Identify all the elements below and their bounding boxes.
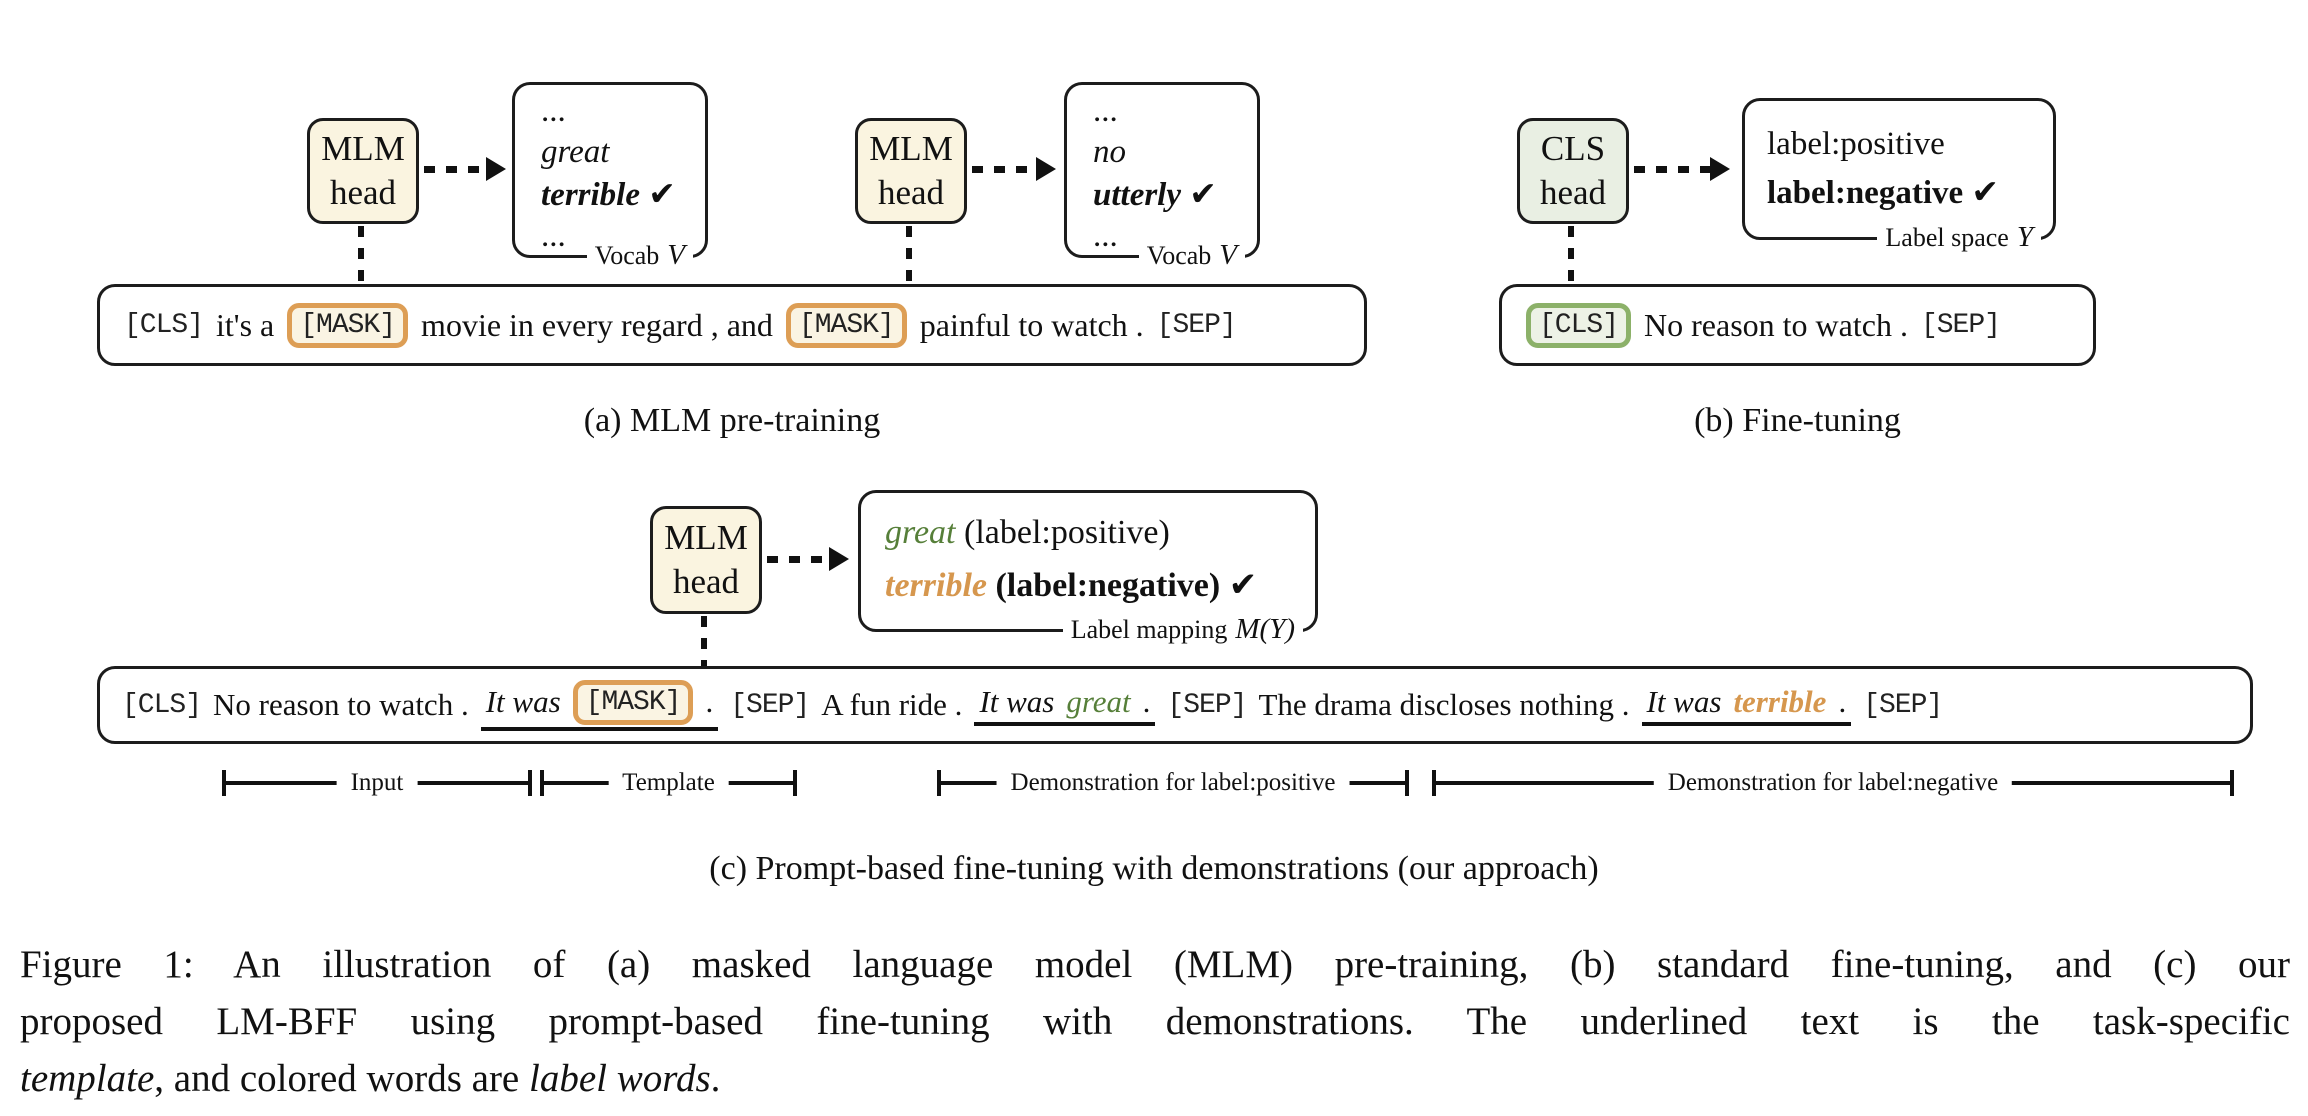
sentence-box-a: [CLS] it's a [MASK] movie in every regar… (97, 284, 1367, 366)
cls-head-label: CLS (1540, 129, 1606, 168)
label-space-box: label:positive label:negative ✔ Label sp… (1742, 98, 2056, 254)
bracket-label: Input (336, 769, 418, 797)
dashed-connector (701, 616, 707, 690)
mlm-head-label: MLM (869, 129, 953, 168)
vocab-symbol: V (667, 239, 685, 271)
mlm-head-box-1: MLM head (307, 118, 419, 224)
mlm-head-box-3: MLM head (650, 506, 762, 614)
vocab-ellipsis: ... (1093, 218, 1118, 254)
mask-token-box: [MASK] (287, 302, 409, 348)
vocab-word: great (541, 134, 610, 170)
label-option: label:positive (1767, 126, 1945, 162)
dashed-arrow-icon (1634, 157, 1730, 181)
label-option-checked: label:negative ✔ (1767, 172, 2000, 211)
sentence-text: No reason to watch . (1644, 306, 1908, 343)
cls-token: [CLS] (122, 689, 202, 721)
template-segment: It was [MASK] . (480, 679, 719, 731)
vocab-word: no (1093, 134, 1126, 170)
vocab-word-checked: utterly ✔ (1093, 174, 1217, 213)
mask-token-box: [MASK] (785, 302, 907, 348)
dashed-connector (1568, 226, 1574, 296)
figure-caption-line: Figure 1: An illustration of (a) masked … (20, 943, 2290, 986)
sep-token: [SEP] (1863, 689, 1943, 721)
check-icon: ✔ (1228, 565, 1258, 605)
dashed-connector (906, 226, 912, 296)
figure-caption-line: template, and colored words are label wo… (20, 1057, 721, 1100)
negative-label-word: terrible (1733, 684, 1827, 719)
positive-label-word: great (1066, 684, 1131, 719)
panel-b-caption: (b) Fine-tuning (1694, 402, 1901, 439)
sep-token: [SEP] (1167, 689, 1247, 721)
vocab-ellipsis: ... (541, 218, 566, 254)
bracket-demo-negative: Demonstration for label:negative (1432, 769, 2234, 797)
vocab-ellipsis: ... (541, 93, 566, 129)
mlm-head-label: head (877, 173, 945, 212)
figure-caption: Figure 1: An illustration of (a) masked … (20, 936, 2290, 1107)
cls-token: [CLS] (124, 309, 204, 341)
mlm-head-label: MLM (321, 129, 405, 168)
bracket-label: Demonstration for label:negative (1653, 769, 2013, 797)
sep-token: [SEP] (730, 689, 810, 721)
vocab-word-checked: terrible ✔ (541, 174, 676, 213)
cls-head-label: head (1539, 173, 1607, 212)
mlm-head-label: MLM (664, 518, 748, 557)
sentence-box-c: [CLS] No reason to watch . It was [MASK]… (97, 666, 2253, 744)
label-mapping-symbol: M(Y) (1235, 613, 1295, 645)
cls-token-box: [CLS] (1526, 302, 1632, 348)
check-icon: ✔ (648, 174, 676, 213)
demo-positive-template-segment: It was great . (974, 684, 1156, 726)
panel-a-caption: (a) MLM pre-training (583, 402, 881, 439)
sentence-text: it's a (216, 306, 275, 343)
sentence-text: painful to watch . (919, 306, 1144, 343)
sentence-box-b: [CLS] No reason to watch . [SEP] (1499, 284, 2096, 366)
mapping-positive: great (label:positive) (885, 514, 1170, 551)
check-icon: ✔ (1189, 174, 1217, 213)
bracket-template: Template (540, 769, 797, 797)
sep-token: [SEP] (1156, 309, 1237, 341)
check-icon: ✔ (1971, 172, 2000, 211)
dashed-arrow-icon (767, 547, 849, 571)
vocab-symbol: V (1219, 239, 1237, 271)
bracket-label: Demonstration for label:positive (996, 769, 1350, 797)
label-space-symbol: Y (2016, 221, 2033, 253)
figure-caption-line: proposed LM-BFF using prompt-based fine-… (20, 1000, 2290, 1043)
mlm-head-label: head (672, 562, 740, 601)
dashed-connector (358, 226, 364, 296)
sentence-text: The drama discloses nothing . (1258, 687, 1630, 722)
vocab-ellipsis: ... (1093, 93, 1118, 129)
mapping-negative: terrible (label:negative) ✔ (885, 565, 1258, 605)
mask-token-box: [MASK] (572, 679, 694, 725)
panel-c-caption: (c) Prompt-based fine-tuning with demons… (709, 850, 1599, 887)
dashed-arrow-icon (424, 157, 506, 181)
cls-head-box: CLS head (1517, 118, 1629, 224)
demo-negative-template-segment: It was terrible . (1641, 684, 1852, 726)
sentence-text: A fun ride . (821, 687, 963, 722)
bracket-input: Input (222, 769, 532, 797)
dashed-arrow-icon (972, 157, 1056, 181)
sentence-text: movie in every regard , and (421, 306, 773, 343)
sep-token: [SEP] (1920, 309, 2001, 341)
sentence-text: No reason to watch . (213, 687, 469, 722)
bracket-demo-positive: Demonstration for label:positive (937, 769, 1409, 797)
label-mapping-box: great (label:positive) terrible (label:n… (858, 490, 1318, 646)
mlm-head-label: head (329, 173, 397, 212)
bracket-label: Template (608, 769, 729, 797)
mlm-head-box-2: MLM head (855, 118, 967, 224)
